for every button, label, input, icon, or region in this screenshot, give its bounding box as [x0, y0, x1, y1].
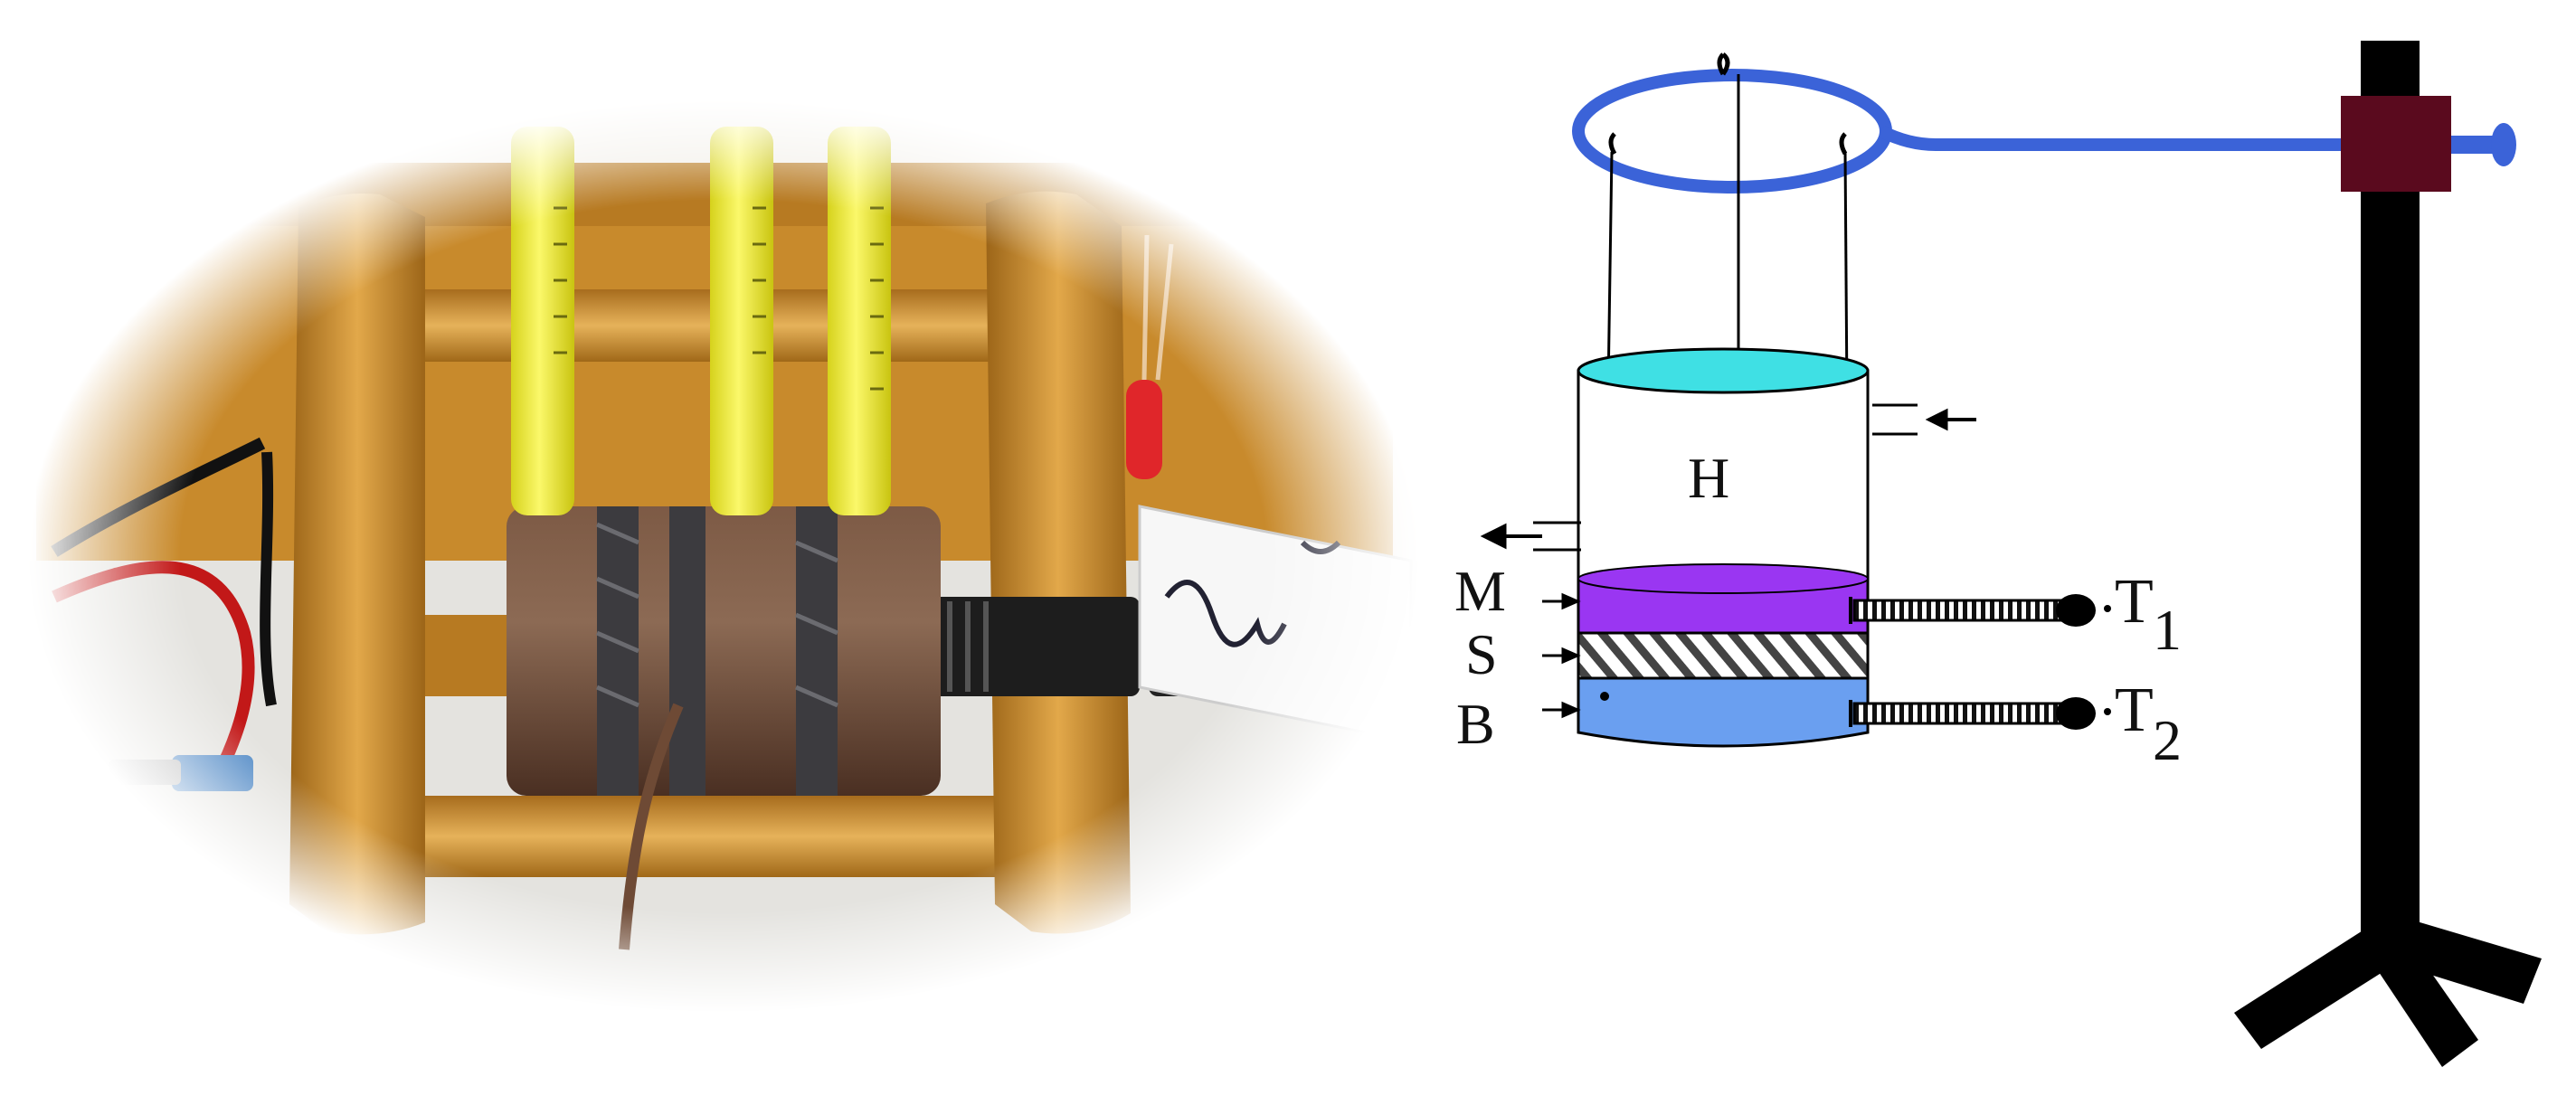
apparatus-photo: [18, 90, 1429, 1022]
thermometer-2-subscript: 2: [2153, 708, 2182, 772]
support-ring: [1572, 52, 2516, 194]
clamp-block: [2341, 96, 2451, 192]
thermometers: [511, 127, 891, 515]
middle-disc: [1577, 563, 1870, 635]
thermometer-1-label: T: [2115, 567, 2154, 637]
base-disc-label: B: [1456, 692, 1495, 756]
heat-arrows: [1480, 403, 1976, 719]
middle-disc-label: M: [1454, 559, 1506, 623]
retort-stand: [2234, 41, 2542, 1067]
heater-cylinder: [1577, 347, 1870, 581]
base-disc: [1577, 676, 1870, 748]
thermometer-2-label: T: [2115, 675, 2154, 745]
sample-disc: [1577, 631, 1870, 680]
arrow-left-icon: [1542, 701, 1581, 719]
arrow-left-icon: [1480, 523, 1542, 550]
arrow-left-icon: [1542, 592, 1581, 610]
arrow-left-icon: [1542, 647, 1581, 665]
copper-disc-stack: [507, 506, 941, 950]
thermometer-1-subscript: 1: [2153, 598, 2182, 662]
arrow-left-icon: [1925, 408, 1976, 431]
thermometer-icon: [1852, 594, 2111, 627]
schematic-diagram: H M S B T 1 T 2: [1454, 41, 2542, 1067]
thermometer-icon: [1852, 697, 2111, 730]
heater-label: H: [1688, 446, 1729, 510]
sample-label: S: [1465, 622, 1498, 686]
